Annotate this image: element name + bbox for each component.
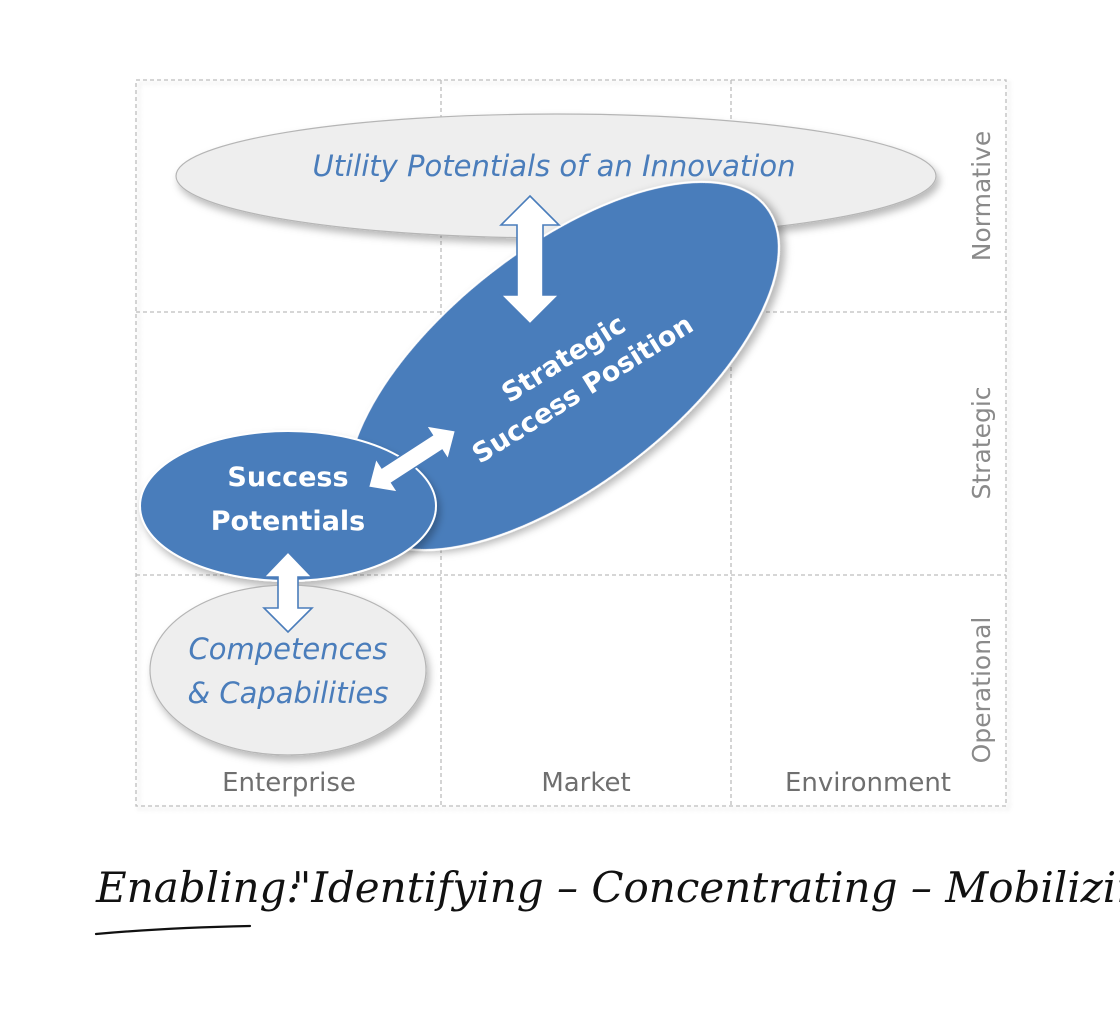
success-potentials-line2: Potentials <box>211 506 366 537</box>
success-potentials-node: Success Potentials <box>139 430 437 582</box>
row-label-operational: Operational <box>967 617 996 764</box>
grid-frame <box>135 79 1007 807</box>
competences-line2: & Capabilities <box>188 676 389 710</box>
row-label-strategic: Strategic <box>967 386 996 499</box>
double-arrow-icon <box>499 194 561 326</box>
utility-potentials-node: Utility Potentials of an Innovation <box>175 113 937 239</box>
competences-line1: Competences <box>189 632 388 666</box>
competences-node: Competences & Capabilities <box>149 584 427 756</box>
success-potentials-line1: Success <box>227 462 348 493</box>
caption-underline <box>94 924 252 936</box>
double-arrow-icon <box>262 550 314 634</box>
caption-keyword: Enabling: <box>95 863 301 912</box>
utility-potentials-label: Utility Potentials of an Innovation <box>312 149 795 183</box>
strategic-success-position-node: Strategic Success Position <box>346 180 780 552</box>
column-label-enterprise: Enterprise <box>222 768 356 798</box>
caption: Enabling: "Identifying – Concentrating –… <box>94 863 1120 936</box>
caption-text: "Identifying – Concentrating – Mobilizin… <box>292 863 1120 912</box>
column-label-environment: Environment <box>785 768 951 798</box>
double-arrow-icon <box>367 424 457 494</box>
column-label-market: Market <box>541 768 630 798</box>
row-label-normative: Normative <box>967 131 996 261</box>
